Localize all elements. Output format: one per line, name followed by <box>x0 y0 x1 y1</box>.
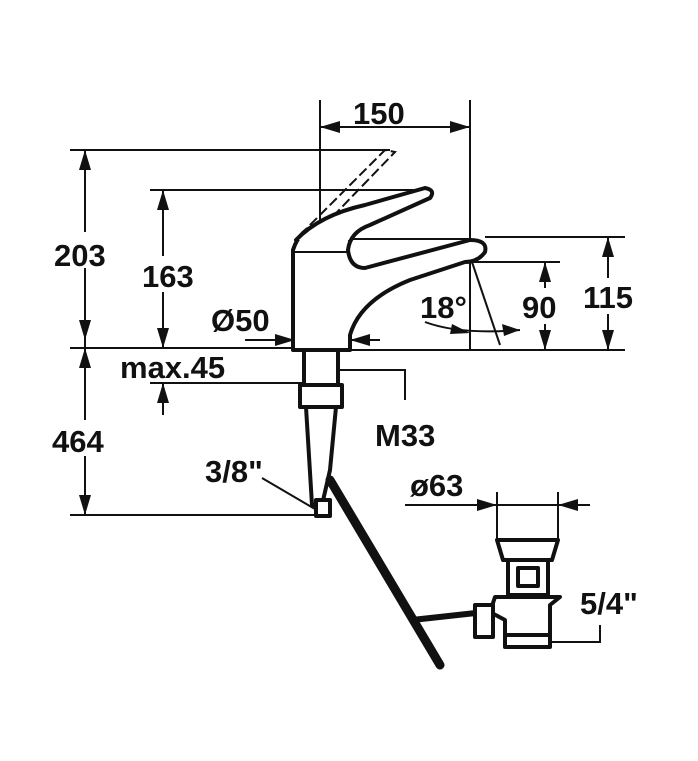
label-height-90: 90 <box>522 290 556 325</box>
label-diameter-63: ø63 <box>410 468 463 503</box>
dimension-lines <box>70 100 625 643</box>
label-width-150: 150 <box>353 96 405 131</box>
label-height-163: 163 <box>142 259 194 294</box>
label-connection-3-8: 3/8" <box>205 454 263 489</box>
faucet-lever <box>294 186 472 270</box>
faucet <box>291 148 488 670</box>
label-thread-m33: M33 <box>375 418 435 453</box>
label-waste-5-4: 5/4" <box>580 586 638 621</box>
label-height-115: 115 <box>583 280 633 315</box>
label-diameter-50: Ø50 <box>211 303 270 338</box>
pull-rod <box>325 475 445 670</box>
label-length-464: 464 <box>52 424 104 459</box>
pop-up-waste <box>473 538 562 649</box>
labels: 150 203 163 Ø50 max.45 464 3/8" M33 18° … <box>50 96 642 621</box>
label-height-203: 203 <box>54 238 106 273</box>
label-angle-18: 18° <box>420 290 467 325</box>
mounting-shank <box>302 348 340 387</box>
label-max-45: max.45 <box>120 350 225 385</box>
